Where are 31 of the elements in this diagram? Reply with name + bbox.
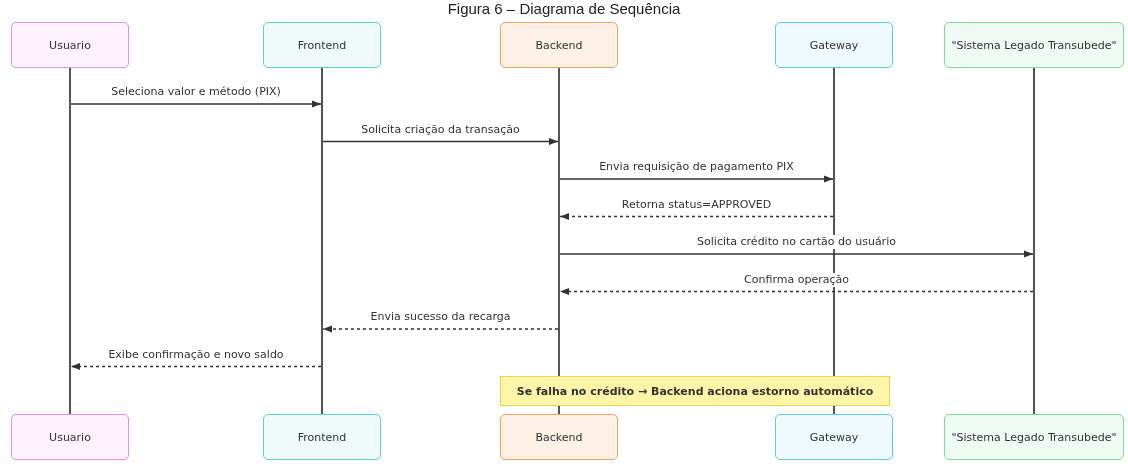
edge-label: Envia sucesso da recarga (368, 310, 513, 324)
edge-label: Envia requisição de pagamento PIX (597, 160, 796, 174)
edge-label: Confirma operação (742, 272, 851, 287)
participant-box: Frontend (263, 414, 381, 460)
message-arrow (559, 250, 1034, 258)
message-arrow (70, 100, 322, 108)
message-arrow (70, 362, 322, 371)
edge-label: Seleciona valor e método (PIX) (109, 85, 283, 99)
edge-label: Solicita criação da transação (359, 122, 522, 137)
participant-box: Usuario (11, 22, 129, 68)
lifeline (1033, 68, 1035, 414)
edge-label: Exibe confirmação e novo saldo (106, 347, 286, 362)
participant-box: Gateway (775, 414, 893, 460)
lifeline (321, 68, 323, 414)
participant-box: Usuario (11, 414, 129, 460)
note-box: Se falha no crédito → Backend aciona estorno automático (500, 376, 890, 406)
message-arrow (559, 212, 834, 221)
lifeline (69, 68, 71, 414)
participant-box: Backend (500, 414, 618, 460)
message-arrow (559, 175, 834, 183)
message-arrow (322, 325, 559, 333)
lifeline (558, 68, 560, 414)
participant-box: "Sistema Legado Transubede" (944, 22, 1124, 68)
participant-box: "Sistema Legado Transubede" (944, 414, 1124, 460)
edge-label: Solicita crédito no cartão do usuário (695, 235, 898, 249)
message-arrow (559, 287, 1034, 296)
participant-box: Frontend (263, 22, 381, 68)
message-arrow (322, 137, 559, 146)
figure-title: Figura 6 – Diagrama de Sequência (446, 0, 682, 18)
participant-box: Backend (500, 22, 618, 68)
participant-box: Gateway (775, 22, 893, 68)
